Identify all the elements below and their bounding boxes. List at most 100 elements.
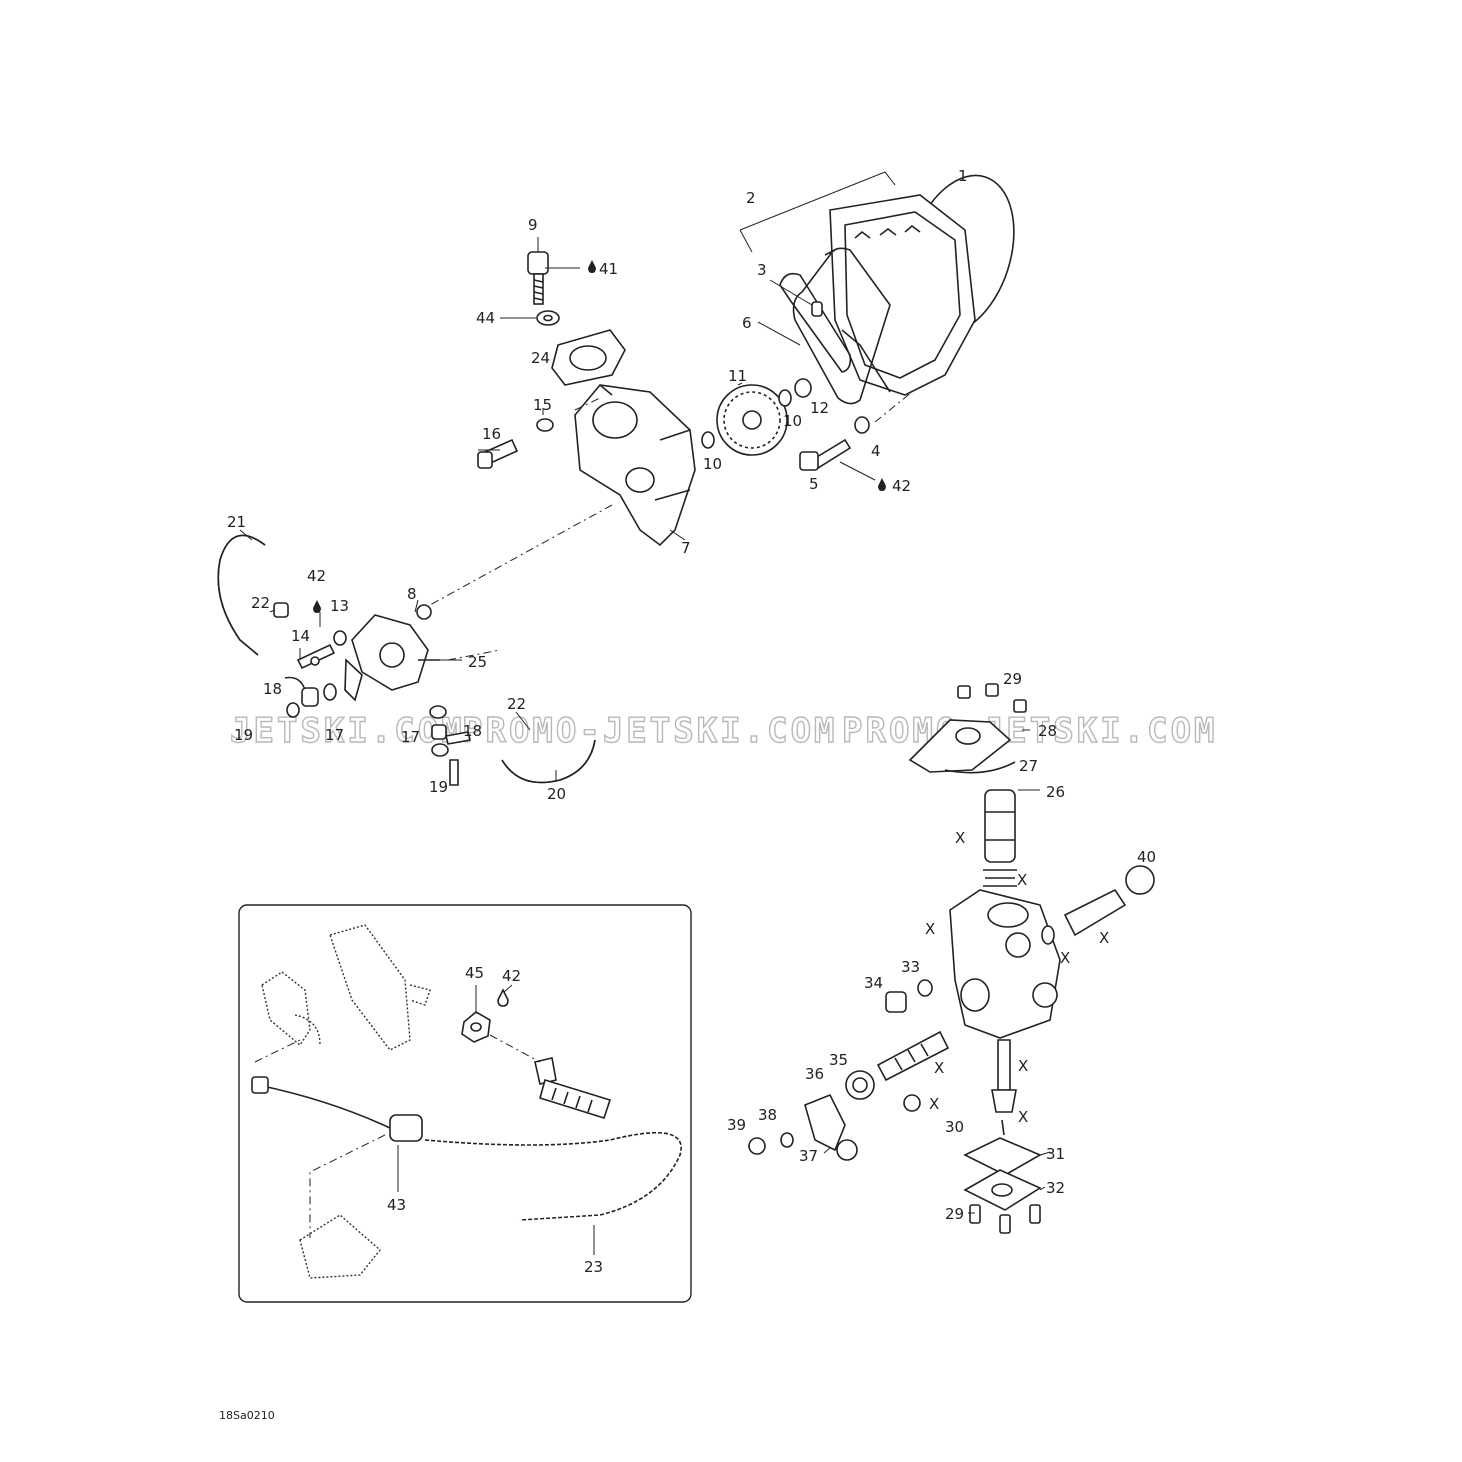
- valve-40-shaft: [1063, 888, 1127, 937]
- label-42b: 42: [892, 477, 911, 495]
- watermark-middle: PROMO-JETSKI.COM: [462, 711, 838, 751]
- label-22a: 22: [251, 594, 270, 612]
- cable-23: [424, 1131, 682, 1221]
- label-38: 38: [758, 1106, 777, 1124]
- plug-34: [885, 991, 907, 1013]
- lever-37: [804, 1093, 846, 1152]
- label-29a: 29: [1003, 670, 1022, 688]
- label-23: 23: [584, 1258, 603, 1276]
- label-41: 41: [599, 260, 618, 278]
- label-14: 14: [291, 627, 310, 645]
- inset-bracket-ghost: [329, 924, 411, 1051]
- label-15: 15: [533, 396, 552, 414]
- washer-13: [333, 630, 347, 646]
- cover-32: [963, 1169, 1042, 1211]
- drop-icon-41: [588, 260, 596, 273]
- drop-icon-42b: [878, 478, 886, 491]
- label-40: 40: [1137, 848, 1156, 866]
- flange-gasket: [551, 329, 626, 386]
- label-x-6: X: [934, 1059, 944, 1077]
- label-27: 27: [1019, 757, 1038, 775]
- label-28: 28: [1038, 722, 1057, 740]
- washer-17a: [323, 683, 337, 701]
- shaft-36: [876, 1030, 950, 1082]
- watermark-left: JETSKI.COM: [230, 711, 465, 751]
- label-19b: 19: [429, 778, 448, 796]
- label-x-3: X: [925, 920, 935, 938]
- oil-pump-left-group: [217, 529, 596, 786]
- label-5: 5: [809, 475, 819, 493]
- o-ring-8: [416, 604, 432, 620]
- label-25: 25: [468, 653, 487, 671]
- cover-28: [908, 719, 1012, 773]
- bolt-19: [449, 759, 459, 786]
- callout-labels: 1 2 3 4 5 6 7 8 9 10 10 11 12 13 14 15 1…: [227, 167, 1156, 1276]
- label-20: 20: [547, 785, 566, 803]
- label-17b: 17: [401, 728, 420, 746]
- label-33: 33: [901, 958, 920, 976]
- fastener-stack: [500, 237, 626, 386]
- cable-23-left: [257, 1084, 391, 1129]
- pump-body: [574, 384, 696, 547]
- label-10a: 10: [703, 455, 722, 473]
- gasket-31: [963, 1137, 1042, 1176]
- washer-33: [917, 979, 933, 997]
- spring-clip-18: [284, 676, 306, 691]
- washer-small: [536, 418, 554, 432]
- spring: [983, 869, 1017, 887]
- gasket-27: [944, 761, 1016, 774]
- screw-29a: [957, 685, 971, 699]
- label-x-4: X: [1099, 929, 1109, 947]
- cable-adjuster: [539, 1078, 612, 1119]
- seal-40: [1125, 865, 1155, 895]
- pump-25: [351, 614, 429, 691]
- nut-12: [794, 378, 812, 398]
- washer: [536, 310, 560, 326]
- clamp-43: [389, 1114, 423, 1142]
- washer-10b: [778, 389, 792, 407]
- washer-10a: [701, 431, 715, 449]
- sealant-drop-icons: [313, 260, 886, 613]
- drive-gear: [716, 384, 788, 456]
- gasket: [792, 247, 891, 405]
- label-42a: 42: [307, 567, 326, 585]
- nut-45: [461, 1011, 491, 1043]
- inset-lever-ghost: [261, 971, 311, 1047]
- clip-22: [273, 602, 289, 618]
- dowel-pin: [811, 301, 823, 317]
- label-35: 35: [829, 1051, 848, 1069]
- label-7: 7: [681, 539, 691, 557]
- inset-mount-ghost: [299, 1214, 381, 1279]
- inset-frame: [238, 904, 692, 1303]
- washer-4: [854, 416, 870, 434]
- label-13: 13: [330, 597, 349, 615]
- oil-pump-housing-group: [739, 171, 1015, 423]
- label-11: 11: [728, 367, 747, 385]
- rotary-valve-cover: [829, 194, 976, 396]
- label-29b: 29: [945, 1205, 964, 1223]
- label-x-8: X: [929, 1095, 939, 1113]
- label-44: 44: [476, 309, 495, 327]
- throttle-cable-inset: [238, 904, 692, 1303]
- watermark: JETSKI.COM PROMO-JETSKI.COM PROMO-JETSKI…: [229, 710, 1215, 751]
- label-4: 4: [871, 442, 881, 460]
- label-32: 32: [1046, 1179, 1065, 1197]
- screw-29b: [969, 1204, 981, 1224]
- label-37: 37: [799, 1147, 818, 1165]
- label-2: 2: [746, 189, 756, 207]
- screw-head: [527, 251, 549, 275]
- label-22b: 22: [507, 695, 526, 713]
- label-17a: 17: [325, 726, 344, 744]
- label-19a: 19: [234, 726, 253, 744]
- label-x-1: X: [955, 829, 965, 847]
- drop-icon-42a: [313, 600, 321, 613]
- label-x-2: X: [1017, 871, 1027, 889]
- washer-17b: [429, 705, 447, 719]
- label-9: 9: [528, 216, 538, 234]
- lever-arm: [344, 658, 363, 702]
- pinion-shaft: [997, 1039, 1011, 1091]
- label-12: 12: [810, 399, 829, 417]
- label-31: 31: [1046, 1145, 1065, 1163]
- nut-39: [748, 1137, 766, 1155]
